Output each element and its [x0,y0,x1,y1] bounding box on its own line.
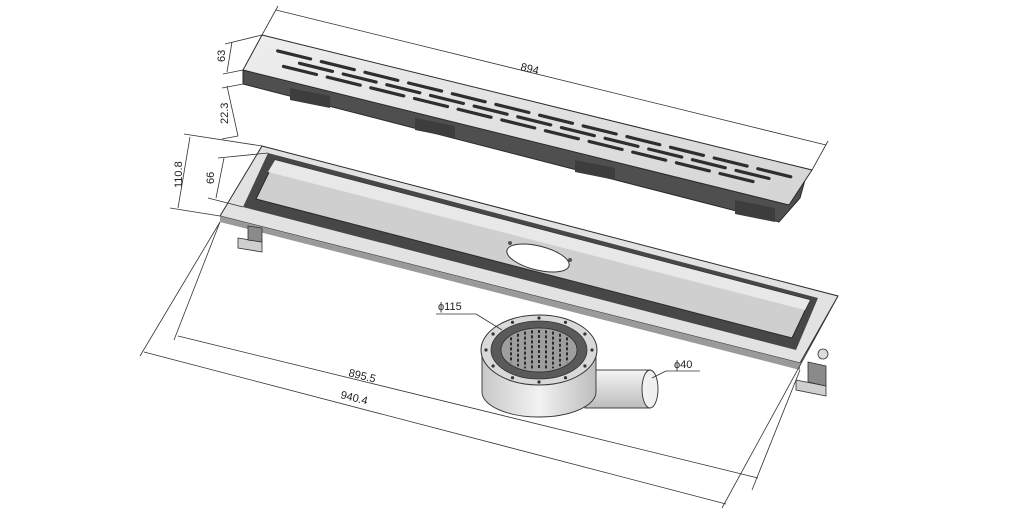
grate-slot [690,158,727,170]
channel-flange-edge [220,216,800,370]
strainer-grid [510,330,568,370]
trap-bolt [583,332,587,336]
trap-bolt [583,364,587,368]
trap-bolts [484,316,594,384]
channel-inner-wall [268,160,810,310]
grate-slot [500,118,537,130]
grate-slot [456,107,493,119]
screw-hole [508,241,512,245]
trap-bolt [590,348,594,352]
grate-slot [712,156,749,168]
grate-slot [647,147,684,159]
trap-bolt [563,376,568,380]
outlet-pipe-end [641,369,659,409]
trap-bolt [510,320,515,324]
dim-channel-outer-width: 110.8 [173,161,185,188]
grate-slot [587,139,624,152]
grate-slot [494,102,531,115]
grate-slot [369,86,406,98]
trap-bolt [510,376,515,380]
grate-slot [559,125,597,138]
grate-slot [297,61,335,74]
grate-slot [325,75,362,87]
dim-trap-diameter: ϕ115 [438,301,462,313]
grate-slot [537,113,575,125]
grate-slot [363,70,400,83]
drain-channel [219,145,839,397]
trap-bolt [484,348,488,352]
grate-foot [415,118,455,138]
grate-slot [543,129,581,141]
grate-slot [412,96,450,109]
dim-grate-length: 894 [519,61,540,77]
trap-bolt [563,320,568,324]
dim-grate-width: 63 [216,50,228,62]
mounting-bracket-right [795,348,829,397]
grate-slot [319,59,356,72]
dim-channel-inner-width: 66 [205,172,217,184]
siphon-trap [480,314,659,418]
grate-slot [581,124,618,136]
grate-slot [385,83,422,95]
trap-bolt [537,380,541,384]
dim-outlet-diameter: ϕ40 [674,359,692,371]
grate-slot [516,115,553,127]
dim-overall-length: 940.4 [339,389,369,407]
grate-slot [276,49,313,61]
grate-foot [290,88,330,108]
trap-bolt [491,364,495,368]
grate-foot [575,160,615,180]
trap-bolt [537,316,541,320]
grate-slot [603,136,640,148]
trap-bolt [491,332,495,336]
grate-foot [735,200,775,222]
dim-grate-height: 22.3 [219,103,231,124]
grate-slot [631,150,668,162]
dimension-lines [139,5,839,509]
grate-slot [281,64,319,77]
grate-slot [674,161,712,173]
grate-slot [450,92,487,104]
grate [242,34,813,223]
grate-slot [756,167,793,179]
grate-slot [668,145,706,157]
mounting-bracket-left [237,225,263,253]
screw-hole [568,258,572,262]
grate-slot [341,72,378,84]
grate-slot [625,135,662,147]
dim-channel-length: 895.5 [347,367,377,385]
grate-slot [718,171,755,184]
grate-slots [276,49,793,184]
grate-slot [407,81,444,93]
grate-slot [428,93,465,106]
grate-slot [472,104,509,116]
grate-slot [734,168,771,181]
outlet-hole [506,243,570,273]
